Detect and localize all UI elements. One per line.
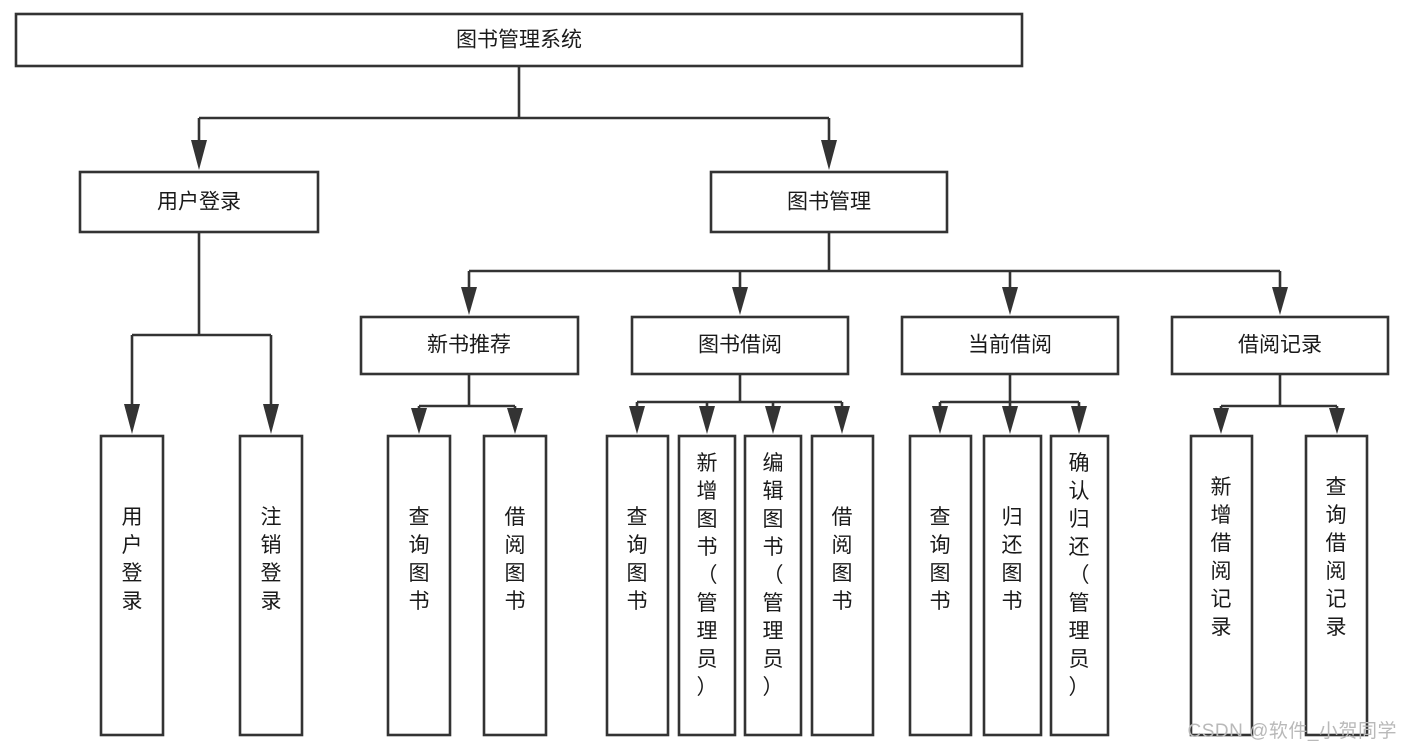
node-leaf-user-login[interactable]: 用户登录: [99, 434, 165, 737]
node-leaf-user-login-label: 用户登录: [122, 506, 143, 613]
node-book-management-box[interactable]: [709, 170, 949, 234]
node-leaf-confirm-return-admin-label: 确认归还（管理员）: [1069, 452, 1090, 699]
node-leaf-add-book-admin-box[interactable]: [677, 434, 737, 737]
edge-group-book-management-to-level3: [461, 232, 1288, 315]
edge-group-book-borrow-to-leaves: [629, 374, 850, 434]
node-new-book-recommend[interactable]: 新书推荐: [359, 315, 580, 376]
node-leaf-borrow-book-recommend[interactable]: 借阅图书: [482, 434, 548, 737]
node-leaf-query-book-recommend-box[interactable]: [386, 434, 452, 737]
node-book-borrow-label: 图书借阅: [698, 334, 782, 357]
arrow-to-user-login: [191, 140, 207, 170]
arrow-to-leaf-add-borrow-record: [1213, 408, 1229, 434]
node-leaf-borrow-book-box[interactable]: [810, 434, 875, 737]
node-leaf-borrow-book-label: 借阅图书: [832, 506, 853, 613]
arrow-to-leaf-confirm-return-admin: [1071, 406, 1087, 434]
arrow-to-leaf-query-borrow-record: [1329, 408, 1345, 434]
node-book-borrow[interactable]: 图书借阅: [630, 315, 850, 376]
node-leaf-edit-book-admin-box[interactable]: [743, 434, 803, 737]
node-leaf-query-book-current-label: 查询图书: [930, 506, 951, 613]
node-leaf-query-book-current-box[interactable]: [908, 434, 973, 737]
edge-group-borrow-record-to-leaves: [1213, 374, 1345, 434]
arrow-to-leaf-return-book: [1002, 406, 1018, 434]
node-borrow-record[interactable]: 借阅记录: [1170, 315, 1390, 376]
node-leaf-return-book[interactable]: 归还图书: [982, 434, 1043, 737]
node-new-book-recommend-label: 新书推荐: [427, 334, 511, 357]
node-leaf-return-book-label: 归还图书: [1002, 506, 1023, 613]
node-root-box[interactable]: [14, 12, 1024, 68]
node-leaf-query-book-recommend[interactable]: 查询图书: [386, 434, 452, 737]
arrow-to-new-book-recommend: [461, 287, 477, 315]
arrow-to-leaf-user-login: [124, 404, 140, 434]
node-leaf-query-borrow-record-box[interactable]: [1304, 434, 1369, 737]
node-leaf-confirm-return-admin[interactable]: 确认归还（管理员）: [1049, 434, 1110, 737]
node-leaf-logout-login[interactable]: 注销登录: [238, 434, 304, 737]
arrow-to-leaf-borrow-book: [834, 406, 850, 434]
node-leaf-logout-login-box[interactable]: [238, 434, 304, 737]
node-leaf-add-borrow-record[interactable]: 新增借阅记录: [1189, 434, 1254, 737]
node-leaf-add-book-admin-label: 新增图书（管理员）: [697, 452, 718, 699]
node-book-management-label: 图书管理: [787, 191, 871, 214]
node-leaf-borrow-book[interactable]: 借阅图书: [810, 434, 875, 737]
edge-group-new-book-recommend-to-leaves: [411, 374, 523, 434]
node-leaf-query-borrow-record[interactable]: 查询借阅记录: [1304, 434, 1369, 737]
arrow-to-current-borrow: [1002, 287, 1018, 315]
node-book-borrow-box[interactable]: [630, 315, 850, 376]
arrow-to-leaf-query-book-current: [932, 406, 948, 434]
node-leaf-edit-book-admin-label: 编辑图书（管理员）: [763, 452, 784, 699]
arrow-to-book-management: [821, 140, 837, 170]
arrow-to-leaf-edit-book-admin: [765, 406, 781, 434]
node-new-book-recommend-box[interactable]: [359, 315, 580, 376]
node-current-borrow-label: 当前借阅: [968, 334, 1052, 357]
node-borrow-record-box[interactable]: [1170, 315, 1390, 376]
node-leaf-add-borrow-record-box[interactable]: [1189, 434, 1254, 737]
node-current-borrow[interactable]: 当前借阅: [900, 315, 1120, 376]
edge-group-user-login-to-leaves: [124, 232, 279, 434]
node-root[interactable]: 图书管理系统: [14, 12, 1024, 68]
node-leaf-logout-login-label: 注销登录: [261, 506, 282, 613]
arrow-to-leaf-add-book-admin: [699, 406, 715, 434]
node-user-login[interactable]: 用户登录: [78, 170, 320, 234]
arrow-to-book-borrow: [732, 287, 748, 315]
node-leaf-user-login-box[interactable]: [99, 434, 165, 737]
arrow-to-leaf-query-book-recommend: [411, 408, 427, 434]
node-leaf-borrow-book-recommend-label: 借阅图书: [505, 506, 526, 613]
node-borrow-record-label: 借阅记录: [1238, 334, 1322, 357]
arrow-to-borrow-record: [1272, 287, 1288, 315]
node-user-login-label: 用户登录: [157, 191, 241, 214]
arrow-to-leaf-logout-login: [263, 404, 279, 434]
node-leaf-query-book-borrow-label: 查询图书: [627, 506, 648, 613]
node-leaf-return-book-box[interactable]: [982, 434, 1043, 737]
node-leaf-query-book-recommend-label: 查询图书: [409, 506, 430, 613]
node-leaf-borrow-book-recommend-box[interactable]: [482, 434, 548, 737]
edge-group-root-to-level2: [191, 66, 837, 170]
arrow-to-leaf-borrow-book-recommend: [507, 408, 523, 434]
node-leaf-add-book-admin[interactable]: 新增图书（管理员）: [677, 434, 737, 737]
node-leaf-add-borrow-record-label: 新增借阅记录: [1211, 476, 1232, 639]
node-root-label: 图书管理系统: [456, 29, 582, 52]
node-leaf-query-book-current[interactable]: 查询图书: [908, 434, 973, 737]
node-user-login-box[interactable]: [78, 170, 320, 234]
node-current-borrow-box[interactable]: [900, 315, 1120, 376]
node-leaf-query-book-borrow[interactable]: 查询图书: [605, 434, 670, 737]
node-leaf-edit-book-admin[interactable]: 编辑图书（管理员）: [743, 434, 803, 737]
node-leaf-query-book-borrow-box[interactable]: [605, 434, 670, 737]
edge-group-current-borrow-to-leaves: [932, 374, 1087, 434]
csdn-watermark: CSDN @软件_小贺同学: [1187, 721, 1397, 742]
arrow-to-leaf-query-book-borrow: [629, 406, 645, 434]
node-leaf-confirm-return-admin-box[interactable]: [1049, 434, 1110, 737]
node-book-management[interactable]: 图书管理: [709, 170, 949, 234]
node-leaf-query-borrow-record-label: 查询借阅记录: [1326, 476, 1347, 639]
